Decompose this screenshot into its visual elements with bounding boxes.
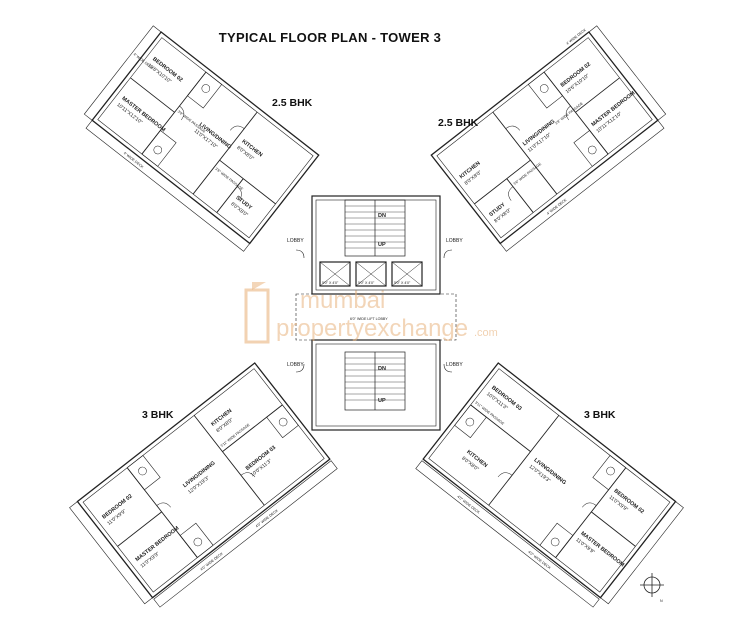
unit-type-bottom-left: 3 BHK [142, 409, 174, 421]
up-label-bottom: UP [378, 398, 386, 404]
watermark-text-mumbai: mumbai [300, 287, 385, 314]
north-label: N [660, 599, 663, 603]
lift-1 [319, 261, 351, 287]
lift-2-size: 5'0" X 4'0" [358, 281, 375, 285]
unit-bottom-right: BEDROOM 02 11'0"X9'9" MASTER BEDROOM 11'… [415, 362, 684, 608]
core-lower-block [311, 339, 441, 431]
page-title: TYPICAL FLOOR PLAN - TOWER 3 [218, 30, 442, 45]
up-label-top: UP [378, 242, 386, 248]
deck-label: 4' WIDE DECK [565, 28, 587, 46]
deck-label: 4'0" WIDE DECK [456, 495, 480, 515]
lift-2 [355, 261, 387, 287]
dn-label-bottom: DN [378, 366, 386, 372]
watermark-logo-accent [252, 282, 266, 290]
lift-1-size: 5'0" X 4'0" [322, 281, 339, 285]
lobby-label-bottom-right: LOBBY [446, 362, 463, 368]
lobby-label-top-left: LOBBY [287, 238, 304, 244]
deck-label: 4'0" WIDE DECK [200, 551, 224, 571]
lift-3 [391, 261, 423, 287]
unit-type-top-left: 2.5 BHK [272, 97, 313, 109]
unit-bottom-left: BEDROOM 02 11'0"X9'9" MASTER BEDROOM 11'… [69, 362, 338, 608]
deck-label: 4'0" WIDE DECK [527, 550, 551, 570]
lift-lobby-label: 6'0" WIDE LIFT LOBBY [350, 317, 388, 321]
core-labels: DN UP DN UP 5'0" X 4'0" 5'0" X 4'0" 5'0"… [287, 213, 463, 404]
unit-top-right: BEDROOM 02 10'6"X10'10" MASTER BEDROOM 1… [430, 25, 667, 252]
north-arrow-icon: N [640, 573, 664, 603]
watermark-logo-icon [244, 288, 270, 344]
unit-top-left: BEDROOM 02 10'6"X10'10" MASTER BEDROOM 1… [83, 25, 320, 252]
passage-label: 3'6" WIDE PASSAGE [214, 167, 244, 192]
lift-3-size: 5'0" X 4'0" [394, 281, 411, 285]
unit-type-top-right: 2.5 BHK [438, 117, 479, 129]
lobby-label-top-right: LOBBY [446, 238, 463, 244]
core-upper-block [311, 195, 441, 295]
passage-label: 3'6" WIDE PASSAGE [513, 161, 543, 186]
unit-type-bottom-right: 3 BHK [584, 409, 616, 421]
watermark: mumbai propertyexchange .com [244, 282, 498, 344]
lobby-label-bottom-left: LOBBY [287, 362, 304, 368]
watermark-text-com: .com [474, 327, 498, 339]
core-upper-inner [315, 199, 437, 291]
lift-lobby-area [295, 293, 457, 341]
dn-label-top: DN [378, 213, 386, 219]
deck-label: 4'0" WIDE DECK [255, 508, 279, 528]
watermark-text-propertyexchange: propertyexchange [276, 315, 468, 342]
central-core [295, 195, 457, 431]
